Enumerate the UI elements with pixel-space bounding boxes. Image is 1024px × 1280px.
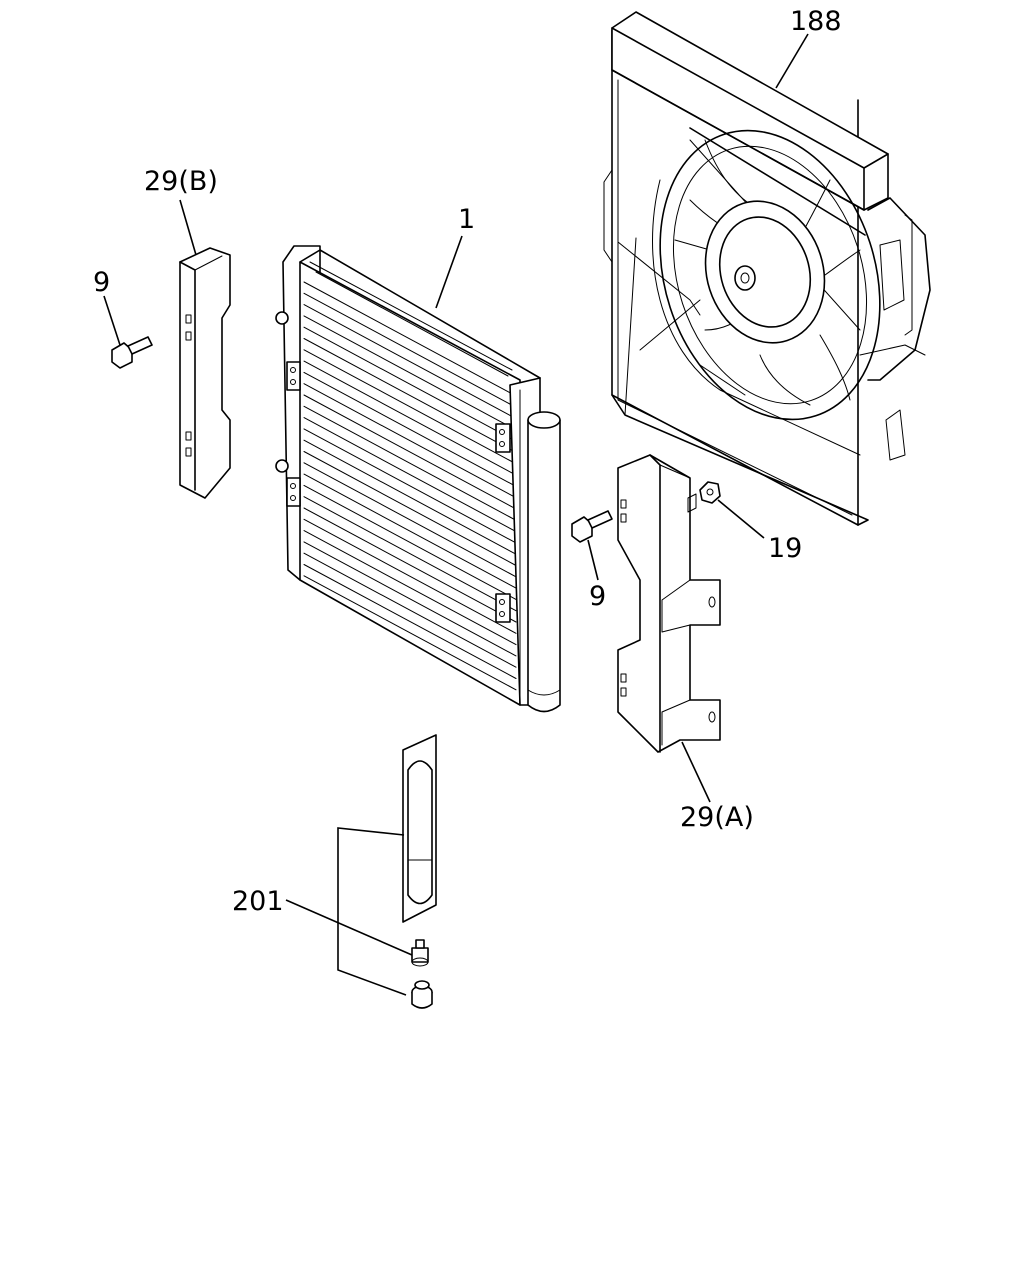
condenser-fin-line [303, 564, 517, 679]
condenser-fin-line [303, 405, 517, 521]
condenser-fin-line [303, 292, 517, 408]
callout-bolt-right: 9 [589, 581, 606, 612]
fan-shroud-assembly [603, 11, 931, 526]
condenser-fin-line [303, 349, 517, 465]
callout-bracket-a: 29(A) [680, 802, 754, 833]
callout-labels: 188 29(B) 1 9 9 19 29(A) 201 [93, 6, 842, 917]
bracket-29a [617, 454, 721, 753]
condenser-fin-line [303, 496, 517, 612]
bolt-left [111, 336, 153, 369]
condenser-fin-line [303, 394, 517, 510]
condenser-fin-line [303, 575, 517, 691]
bracket-29b [179, 247, 231, 499]
condenser-fin-line [303, 439, 517, 555]
condenser-fin-line [303, 518, 517, 634]
condenser-fins [303, 281, 517, 691]
condenser-fin-line [303, 326, 517, 442]
condenser-fin-line [303, 462, 517, 578]
condenser-fin-line [303, 473, 517, 589]
condenser-fin-line [303, 371, 517, 487]
condenser-fin-line [303, 304, 517, 420]
condenser-fin-line [303, 428, 517, 544]
condenser-fin-line [303, 338, 517, 453]
condenser-fin-line [303, 484, 517, 600]
condenser-fin-line [303, 315, 517, 431]
leader-lines [103, 33, 809, 956]
callout-condenser: 1 [458, 204, 475, 235]
condenser-fin-line [303, 360, 517, 476]
callout-fan-shroud: 188 [790, 6, 842, 37]
condenser-fin-line [303, 451, 517, 566]
condenser-fin-line [303, 383, 517, 499]
callout-nut: 19 [768, 533, 802, 564]
condenser-fin-line [303, 281, 517, 397]
condenser-fin-line [303, 507, 517, 623]
callout-bolt-left: 9 [93, 267, 110, 298]
condenser-fin-line [303, 530, 517, 646]
callout-bracket-b: 29(B) [144, 166, 218, 197]
condenser-assembly [275, 245, 561, 713]
condenser-fin-line [303, 541, 517, 657]
condenser-fin-line [303, 417, 517, 533]
dryer-kit-201 [337, 734, 437, 1009]
condenser-fin-line [303, 552, 517, 668]
callout-dryer-kit: 201 [232, 886, 284, 917]
nut-19 [699, 481, 721, 504]
bolt-right [571, 510, 613, 543]
